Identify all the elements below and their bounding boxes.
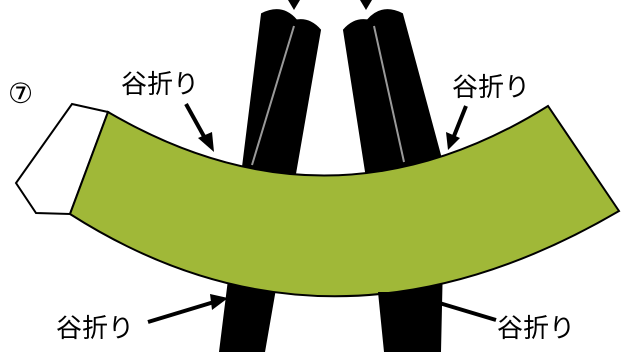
chopstick-right-highlight bbox=[373, 25, 405, 163]
band-end-flap bbox=[14, 102, 110, 216]
arrow-bottom-left bbox=[147, 294, 228, 324]
arrow-top-right bbox=[446, 105, 468, 150]
step-number-label: ⑦ bbox=[8, 77, 34, 110]
valley-fold-label-bottom-right: 谷折り bbox=[497, 314, 576, 344]
chopstick-bottom-left bbox=[232, 292, 270, 352]
chopstick-left-highlight bbox=[251, 25, 295, 166]
valley-fold-label-bottom-left: 谷折り bbox=[56, 314, 135, 344]
arrow-top-left bbox=[184, 103, 214, 152]
valley-fold-label-top-right: 谷折り bbox=[452, 73, 531, 103]
top-arrowhead-left bbox=[288, 0, 300, 10]
curved-band bbox=[68, 104, 621, 298]
arrow-bottom-right bbox=[422, 294, 497, 322]
valley-fold-label-top-left: 谷折り bbox=[121, 70, 200, 100]
chopstick-bottom-right bbox=[378, 292, 418, 352]
top-arrowhead-right bbox=[360, 0, 372, 10]
